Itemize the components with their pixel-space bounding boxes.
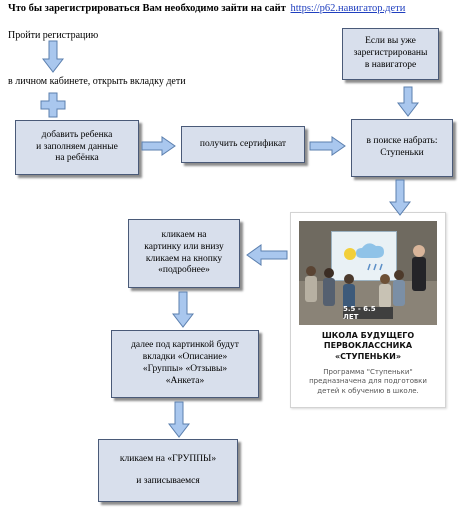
click-groups-box: кликаем на «ГРУППЫ» и записываемся: [98, 439, 238, 502]
tabs-box: далее под картинкой будут вкладки «Описа…: [111, 330, 259, 398]
box-line: «подробнее»: [158, 265, 210, 276]
get-certificate-box: получить сертификат: [181, 126, 305, 163]
title-line: ШКОЛА БУДУЩЕГО: [321, 331, 415, 340]
box-line: добавить ребенка: [41, 129, 113, 140]
box-line: в поиске набрать:: [366, 136, 438, 147]
program-title[interactable]: ШКОЛА БУДУЩЕГО ПЕРВОКЛАССНИКА «СТУПЕНЬКИ…: [295, 331, 441, 362]
program-card[interactable]: 5.5 - 6.5 ЛЕТ ШКОЛА БУДУЩЕГО ПЕРВОКЛАССН…: [290, 212, 446, 408]
title-line: «СТУПЕНЬКИ»: [334, 351, 402, 361]
box-line: получить сертификат: [199, 138, 287, 149]
box-line: картинку или внизу: [144, 241, 224, 252]
plus-icon: [40, 92, 66, 118]
desc-line: детей к обучению в школе.: [317, 386, 419, 395]
program-photo[interactable]: 5.5 - 6.5 ЛЕТ: [299, 221, 437, 325]
box-line: и заполняем данные: [36, 141, 118, 152]
cabinet-note: в личном кабинете, открыть вкладку дети: [8, 76, 186, 87]
box-line: кликаем на: [161, 229, 207, 240]
box-line: Ступеньки: [380, 148, 424, 158]
header-text: Что бы зарегистрироваться Вам необходимо…: [8, 3, 286, 14]
box-line: и записываемся: [136, 475, 200, 486]
title-line: ПЕРВОКЛАССНИКА: [323, 341, 413, 351]
already-registered-box: Если вы уже зарегистрированы в навигатор…: [342, 28, 439, 80]
projector-screen: [331, 231, 397, 281]
age-badge: 5.5 - 6.5 ЛЕТ: [343, 305, 393, 321]
down-arrow-icon: [388, 179, 412, 216]
add-child-box: добавить ребенка и заполняем данные на р…: [15, 120, 139, 175]
right-arrow-icon: [309, 136, 346, 156]
box-line: на ребёнка: [55, 153, 99, 164]
down-arrow-icon: [396, 86, 420, 117]
box-line: далее под картинкой будут: [131, 340, 239, 351]
box-line: в навигаторе: [364, 59, 417, 70]
box-line: кликаем на кнопку: [145, 253, 223, 264]
right-arrow-icon: [141, 136, 176, 156]
click-picture-box: кликаем на картинку или внизу кликаем на…: [128, 219, 240, 288]
box-line: «Группы» «Отзывы»: [142, 364, 228, 374]
box-line: Если вы уже: [365, 36, 416, 47]
box-line: кликаем на «ГРУППЫ»: [119, 453, 217, 464]
site-link[interactable]: https://p62.навигатор.дети: [290, 3, 406, 14]
down-arrow-icon: [171, 291, 195, 328]
program-description: Программа "Ступеньки" предназначена для …: [297, 368, 439, 396]
desc-line: предназначена для подготовки: [309, 377, 427, 386]
desc-line: Программа "Ступеньки": [323, 368, 413, 376]
box-line: вкладки «Описание»: [142, 352, 228, 363]
box-line: [120, 466, 216, 476]
header-line: Что бы зарегистрироваться Вам необходимо…: [8, 3, 460, 14]
box-line: «Анкета»: [165, 375, 205, 386]
search-box: в поиске набрать: Ступеньки: [351, 119, 453, 177]
box-line: зарегистрированы: [353, 48, 428, 59]
register-note: Пройти регистрацию: [8, 30, 99, 41]
down-arrow-icon: [167, 401, 191, 438]
down-arrow-icon: [41, 40, 65, 73]
left-arrow-icon: [246, 244, 288, 266]
